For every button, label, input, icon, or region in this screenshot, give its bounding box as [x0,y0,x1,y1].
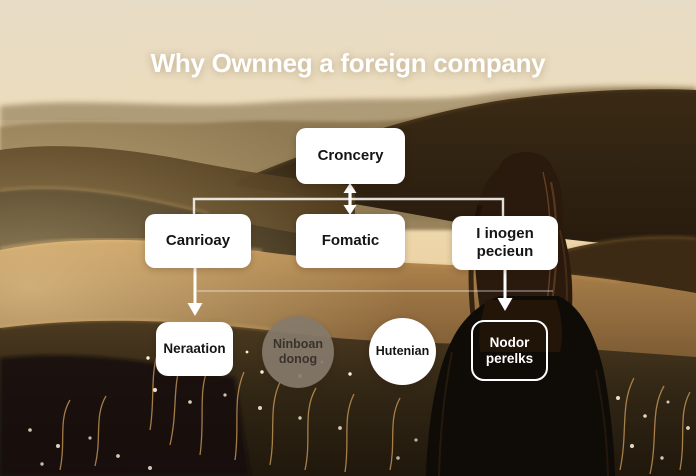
node-hutenian: Hutenian [369,318,436,385]
node-nodor-perelks: Nodor perelks [471,320,548,381]
node-canrioay: Canrioay [145,214,251,268]
node-ninboan-donog: Ninboan donog [262,316,334,388]
node-croncery: Croncery [296,128,405,184]
node-neraation: Neraation [156,322,233,376]
node-fomatic: Fomatic [296,214,405,268]
page-title: Why Ownneg a foreign company [150,48,546,78]
node-i-inogen-pecieun: I inogen pecieun [452,216,558,270]
